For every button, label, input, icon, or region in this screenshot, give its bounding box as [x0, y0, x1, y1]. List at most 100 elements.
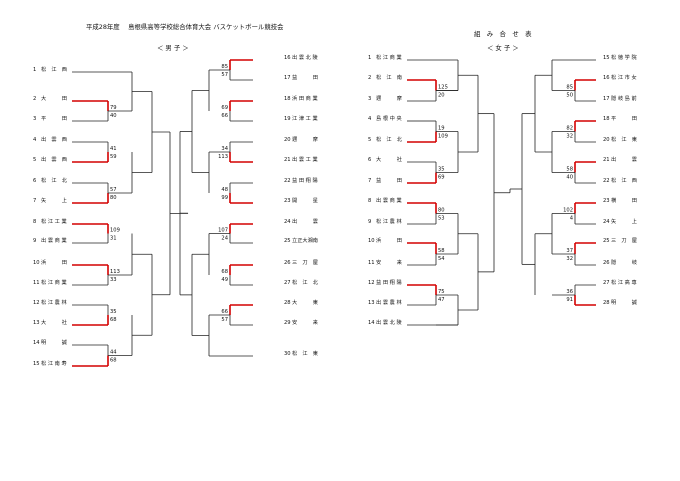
team-seed: 16 — [603, 75, 610, 81]
team-seed: 25 — [603, 238, 610, 244]
team-name: 矢 上 — [611, 217, 637, 225]
team-seed: 26 — [603, 260, 610, 266]
page-title: 平成28年度 島根県高等学校総合体育大会 バスケットボール競技会 — [86, 22, 284, 31]
team-seed: 3 — [33, 116, 36, 122]
team-seed: 3 — [368, 96, 371, 102]
team-name: 三 刀 屋 — [292, 259, 318, 266]
match-score: 85 — [221, 64, 228, 70]
team-name: 松 江 商 業 — [41, 278, 67, 286]
team-seed: 24 — [603, 219, 610, 225]
team-name: 平 田 — [41, 115, 67, 122]
team-name: 出 雲 北 陵 — [376, 318, 403, 326]
match-score: 109 — [438, 134, 448, 140]
team-name: 松 江 西 — [611, 176, 637, 184]
team-name: 隠 岐 — [611, 258, 637, 266]
match-score: 80 — [438, 208, 445, 214]
match-score: 35 — [438, 167, 445, 173]
team-name: 明 誠 — [41, 338, 68, 346]
match-score: 59 — [110, 154, 117, 160]
team-seed: 17 — [603, 96, 610, 102]
team-seed: 23 — [284, 198, 291, 204]
team-name: 益 田 翔 陽 — [376, 278, 402, 286]
team-name: 益 田 — [292, 73, 318, 81]
team-name: 松 江 工 業 — [41, 217, 67, 225]
match-score: 36 — [566, 289, 573, 295]
team-name: 立正大湘南 — [292, 236, 318, 244]
match-score: 102 — [563, 208, 573, 214]
team-seed: 4 — [368, 116, 372, 122]
team-seed: 30 — [284, 351, 291, 357]
team-name: 三 刀 屋 — [611, 237, 637, 244]
match-score: 20 — [438, 93, 445, 99]
match-score: 32 — [566, 256, 573, 262]
team-name: 大 田 — [41, 94, 67, 102]
match-score: 66 — [221, 113, 228, 119]
team-name: 松 江 市 女 — [611, 73, 637, 81]
team-seed: 23 — [603, 198, 610, 204]
match-score: 69 — [438, 175, 445, 181]
team-seed: 21 — [284, 157, 291, 163]
match-score: 4 — [570, 216, 574, 222]
team-seed: 13 — [368, 300, 375, 306]
team-name: 安 来 — [292, 318, 319, 326]
team-seed: 14 — [33, 340, 40, 346]
team-seed: 25 — [284, 238, 291, 244]
team-seed: 1 — [33, 67, 36, 73]
team-seed: 5 — [33, 157, 36, 163]
team-name: 江 津 工 業 — [292, 114, 318, 122]
match-score: 109 — [110, 228, 120, 234]
team-seed: 17 — [284, 75, 291, 81]
team-name: 松 徳 学 院 — [611, 53, 638, 61]
match-score: 91 — [566, 297, 573, 303]
team-seed: 7 — [33, 198, 36, 204]
page-subtitle: 組 み 合 せ 表 — [474, 29, 532, 38]
team-seed: 9 — [368, 219, 371, 225]
team-name: 開 星 — [292, 197, 318, 204]
match-score: 54 — [438, 256, 445, 262]
team-seed: 6 — [368, 157, 371, 163]
match-score: 44 — [110, 350, 117, 356]
team-seed: 2 — [368, 75, 371, 81]
team-name: 浜 田 — [376, 236, 402, 244]
team-seed: 28 — [603, 300, 610, 306]
boys-heading: ＜ 男 子 ＞ — [157, 44, 189, 52]
match-score: 33 — [110, 277, 117, 283]
team-name: 平 田 — [611, 115, 637, 122]
match-score: 50 — [566, 93, 573, 99]
team-seed: 8 — [368, 198, 371, 204]
team-name: 安 来 — [376, 258, 403, 266]
team-name: 明 誠 — [611, 298, 638, 306]
team-seed: 4 — [33, 137, 37, 143]
team-name: 大 社 — [376, 155, 402, 163]
match-score: 49 — [221, 277, 228, 283]
team-seed: 10 — [33, 260, 40, 266]
match-score: 113 — [110, 269, 120, 275]
team-seed: 8 — [33, 219, 36, 225]
team-name: 邇 摩 — [292, 135, 318, 143]
match-score: 99 — [221, 195, 228, 201]
match-score: 34 — [221, 146, 228, 152]
match-score: 31 — [110, 236, 117, 242]
team-seed: 21 — [603, 157, 610, 163]
team-seed: 11 — [33, 280, 40, 286]
match-score: 47 — [438, 297, 445, 303]
match-score: 80 — [110, 195, 117, 201]
match-score: 107 — [218, 228, 228, 234]
team-name: 矢 上 — [41, 196, 67, 204]
match-score: 125 — [438, 85, 448, 91]
team-name: 松 江 農 林 — [376, 217, 403, 225]
team-seed: 13 — [33, 320, 40, 326]
team-seed: 26 — [284, 260, 291, 266]
match-score: 85 — [566, 85, 573, 91]
team-name: 松 江 北 — [376, 135, 403, 143]
team-name: 横 田 — [611, 196, 637, 204]
team-seed: 27 — [284, 280, 291, 286]
match-score: 57 — [221, 317, 228, 323]
team-seed: 2 — [33, 96, 36, 102]
match-score: 58 — [566, 167, 573, 173]
team-name: 邇 摩 — [376, 94, 402, 102]
team-name: 出 雲 商 業 — [376, 196, 402, 204]
team-name: 出 雲 工 業 — [292, 155, 318, 163]
